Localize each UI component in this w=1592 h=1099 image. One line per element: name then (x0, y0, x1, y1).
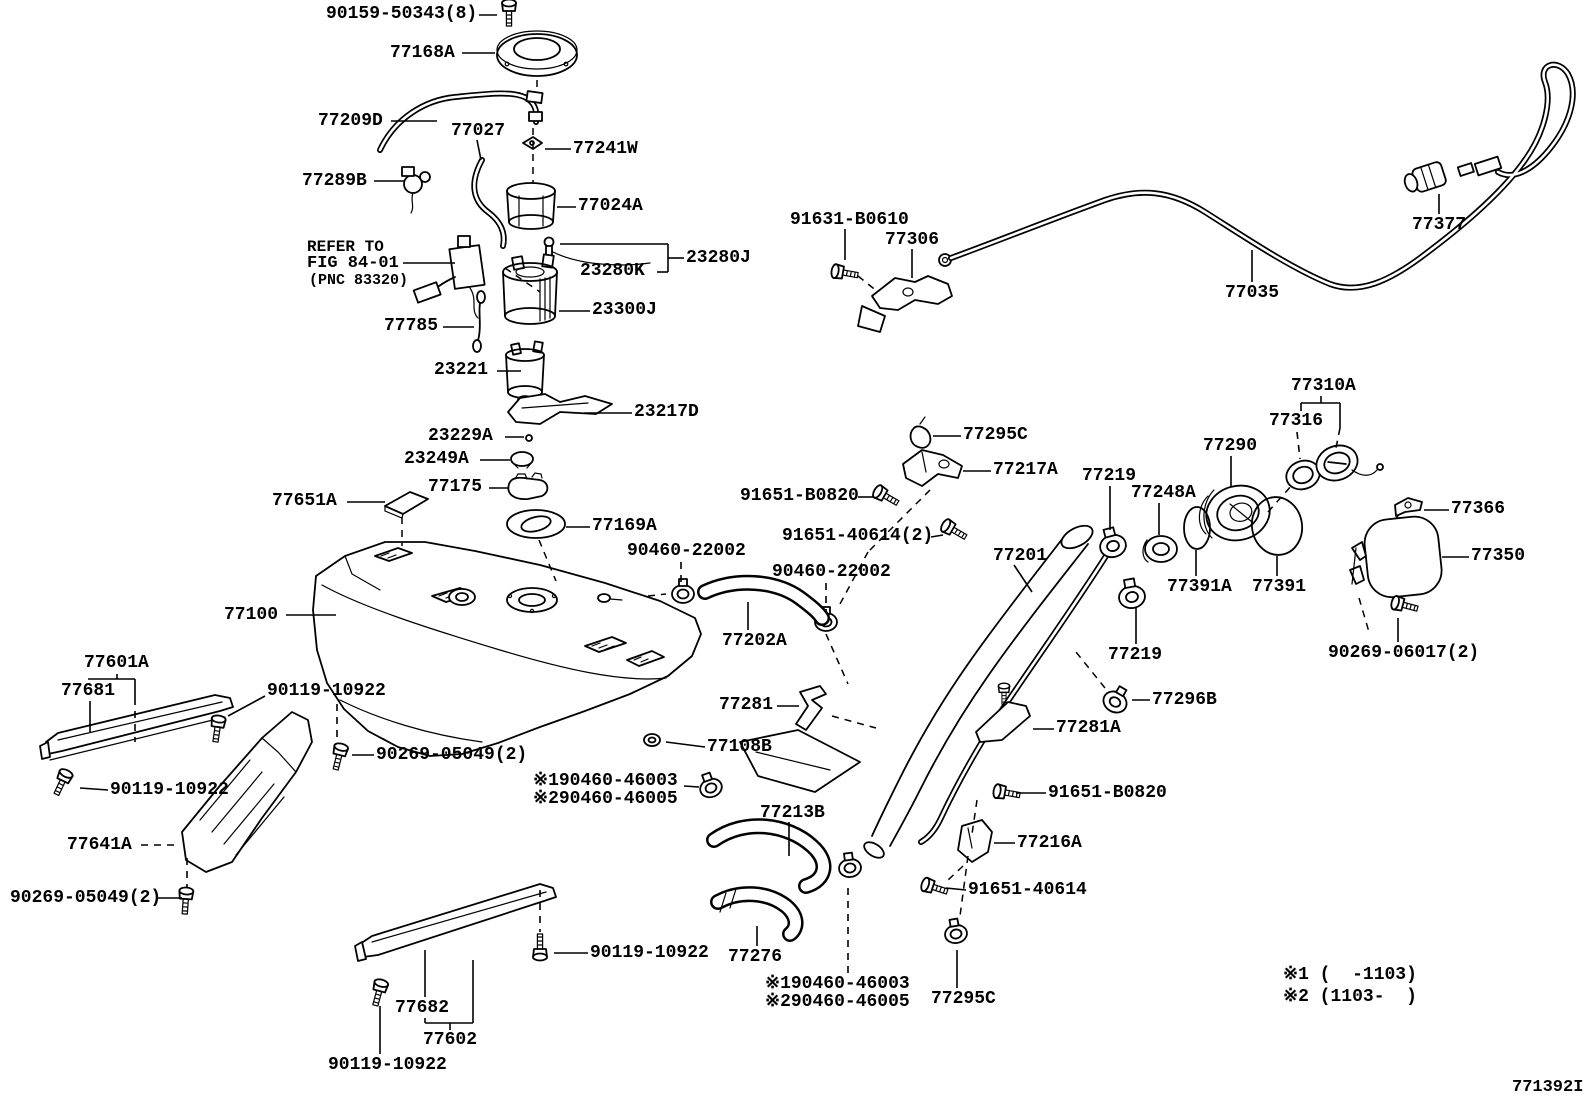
part-label: 23280J (686, 248, 751, 268)
part-label: 77281A (1056, 718, 1121, 738)
part-label: 77366 (1451, 499, 1506, 519)
leader-line (1013, 564, 1033, 593)
part-label: 90269-05049(2) (376, 745, 528, 765)
part-label: 77306 (885, 230, 940, 250)
part-label: 77202A (722, 631, 787, 651)
part-label: 77641A (67, 835, 132, 855)
part-label: 77377 (1412, 215, 1467, 235)
part-label: REFER TO (307, 238, 384, 256)
part-label: 77027 (451, 121, 506, 141)
part-label: 77100 (224, 605, 279, 625)
part-label: 77248A (1131, 483, 1196, 503)
part-label: 90119-10922 (328, 1055, 447, 1075)
part-label: 77108B (707, 737, 772, 757)
part-label: 77681 (61, 681, 116, 701)
part-label: (PNC 83320) (309, 272, 409, 289)
part-label: 23217D (634, 402, 699, 422)
fuel-lid-release-cable (829, 61, 1576, 333)
part-label: 77201 (993, 546, 1048, 566)
part-label: 77213B (760, 803, 825, 823)
part-label: 77219 (1108, 645, 1163, 665)
part-label: 90159-50343(8) (326, 4, 478, 24)
leader-line (665, 741, 706, 748)
part-label: ※290460-46005 (765, 992, 910, 1012)
part-label: 23280K (580, 261, 645, 281)
part-label: 77601A (84, 653, 149, 673)
fuel-pump-assembly (377, 0, 651, 582)
part-label: ※2 (1103- ) (1283, 987, 1417, 1007)
part-label: 23249A (404, 449, 469, 469)
part-label: 90119-10922 (590, 943, 709, 963)
leader-line (1296, 431, 1301, 460)
cable-knob-77377 (1403, 161, 1447, 193)
part-label: 77310A (1291, 376, 1356, 396)
part-label: 90119-10922 (267, 681, 386, 701)
part-label: 77391A (1167, 577, 1232, 597)
part-label: 77295C (931, 989, 996, 1009)
bottom-hoses (694, 769, 864, 942)
leader-lines (79, 14, 1469, 1054)
part-label: 23229A (428, 426, 493, 446)
part-label: 77024A (578, 196, 643, 216)
part-label: 77209D (318, 111, 383, 131)
part-label: 23300J (592, 300, 657, 320)
fuel-tank (312, 541, 702, 757)
pipe-fasteners (671, 416, 1128, 946)
part-label: 77035 (1225, 283, 1280, 303)
part-label: 91631-B0610 (790, 210, 909, 230)
part-label: 77296B (1152, 690, 1217, 710)
part-label: 77219 (1082, 466, 1137, 486)
part-label: 77290 (1203, 436, 1258, 456)
part-label: 90460-22002 (772, 562, 891, 582)
part-label: 77169A (592, 516, 657, 536)
part-label: 77289B (302, 171, 367, 191)
part-label: 77350 (1471, 546, 1526, 566)
part-label: 23221 (434, 360, 489, 380)
part-label: 77217A (993, 460, 1058, 480)
part-label: ※190460-46003 (533, 771, 678, 791)
part-label: 77168A (390, 43, 455, 63)
part-label: 77682 (395, 998, 450, 1018)
part-label: 77241W (573, 139, 638, 159)
part-label: 77175 (428, 477, 483, 497)
part-label: 90269-06017(2) (1328, 643, 1480, 663)
part-label: ※190460-46003 (765, 974, 910, 994)
part-label: 91651-40614(2) (782, 526, 934, 546)
leader-line (1335, 427, 1341, 449)
part-label: 90269-05049(2) (10, 888, 162, 908)
leader-line (945, 887, 967, 891)
part-label: 77295C (963, 425, 1028, 445)
leader-line (683, 785, 700, 788)
part-label: 77785 (384, 316, 439, 336)
tank-straps-and-shield (39, 694, 557, 1009)
part-label: 77216A (1017, 833, 1082, 853)
leader-line (476, 139, 482, 161)
part-label: 77316 (1269, 411, 1324, 431)
part-label: 91651-B0820 (740, 486, 859, 506)
part-label: 77651A (272, 491, 337, 511)
part-label: ※1 ( -1103) (1283, 965, 1417, 985)
part-label: 77281 (719, 695, 774, 715)
part-label: 90119-10922 (110, 780, 229, 800)
leader-line (79, 787, 109, 791)
part-label: 90460-22002 (627, 541, 746, 561)
leader-line (227, 695, 266, 717)
part-label: ※290460-46005 (533, 789, 678, 809)
part-label: 91651-40614 (968, 880, 1087, 900)
part-label: 77391 (1252, 577, 1307, 597)
part-label: 91651-B0820 (1048, 783, 1167, 803)
part-label: 771392I (1512, 1078, 1584, 1097)
leader-line (930, 534, 944, 538)
part-label: FIG 84-01 (307, 254, 399, 273)
part-label: 77602 (423, 1030, 478, 1050)
part-label: 77276 (728, 947, 783, 967)
